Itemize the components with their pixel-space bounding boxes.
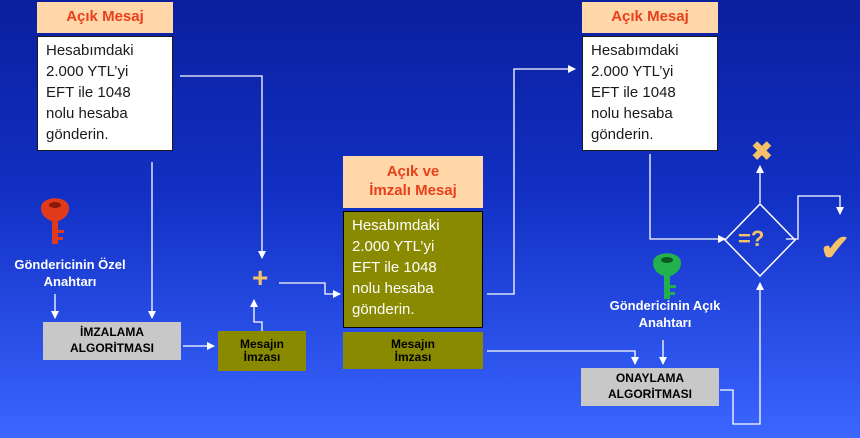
red-key-icon <box>41 198 69 244</box>
signed-message-signature: Mesajın İmzası <box>343 332 483 369</box>
signing-algorithm-box: İMZALAMA ALGORİTMASI <box>43 322 181 360</box>
signed-message-body: Hesabımdaki 2.000 YTL’yi EFT ile 1048 no… <box>343 211 483 328</box>
plus-symbol: + <box>252 262 269 293</box>
open-message-body-left: Hesabımdaki 2.000 YTL’yi EFT ile 1048 no… <box>37 36 173 151</box>
green-key-icon <box>653 253 681 299</box>
signed-message-header: Açık ve İmzalı Mesaj <box>343 156 483 208</box>
open-message-body-right: Hesabımdaki 2.000 YTL’yi EFT ile 1048 no… <box>582 36 718 151</box>
compare-symbol: =? <box>738 226 765 251</box>
signature-box: Mesajın İmzası <box>218 331 306 371</box>
open-message-header-right: Açık Mesaj <box>582 2 718 33</box>
comparator-diamond <box>723 202 797 278</box>
private-key-label: Göndericinin Özel Anahtarı <box>14 257 126 289</box>
open-message-header-left: Açık Mesaj <box>37 2 173 33</box>
verification-algorithm-box: ONAYLAMA ALGORİTMASI <box>581 368 719 406</box>
cross-icon: ✖ <box>751 136 773 166</box>
public-key-label: Göndericinin Açık Anahtarı <box>609 298 721 330</box>
check-icon: ✔ <box>820 227 851 268</box>
